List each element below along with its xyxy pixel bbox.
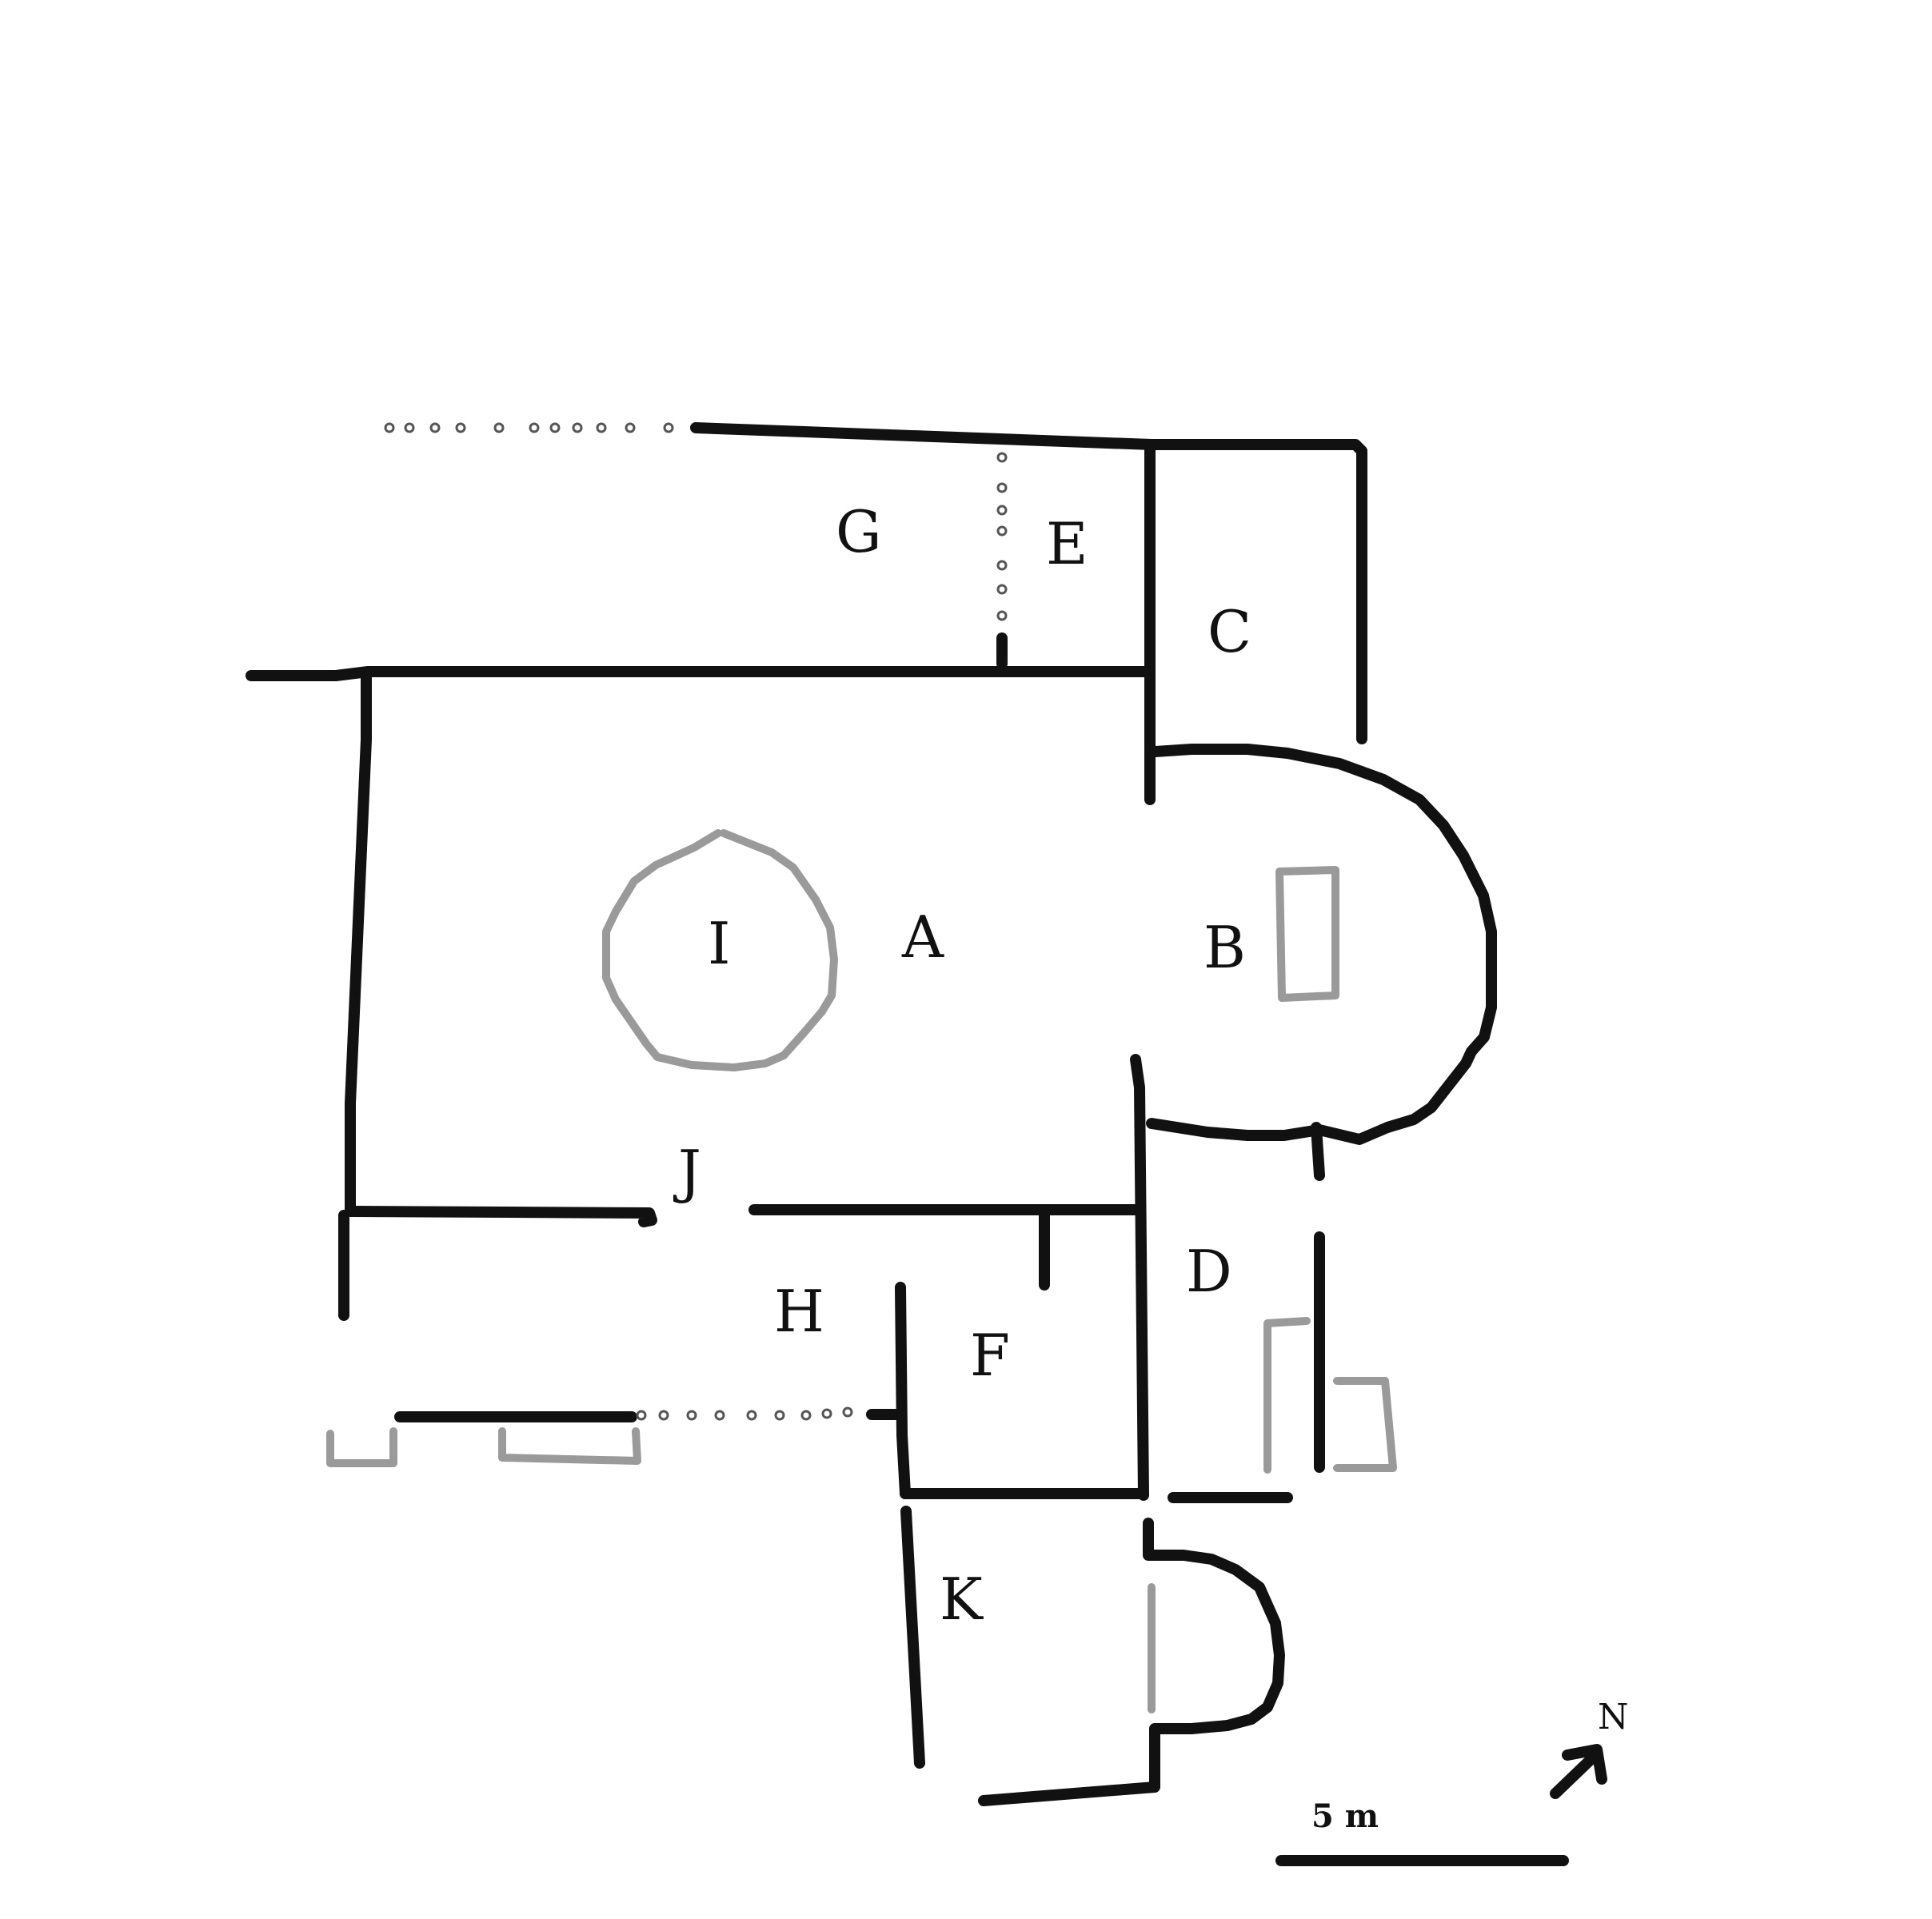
gray-wall-h-left bbox=[326, 1427, 397, 1467]
scale-label: 5 m bbox=[1311, 1797, 1379, 1835]
room-label-a: A bbox=[901, 904, 944, 971]
dotted-walls bbox=[384, 422, 1008, 1421]
main-walls bbox=[245, 422, 1497, 1806]
wall-stub-d-top bbox=[1311, 1122, 1325, 1181]
gray-wall-d-west bbox=[1263, 1317, 1311, 1474]
north-arrow: N bbox=[1550, 1697, 1629, 1799]
scale-bar: 5 m bbox=[1275, 1797, 1569, 1866]
wall-g-a bbox=[245, 666, 1156, 681]
gray-wall-h-right bbox=[498, 1427, 641, 1465]
wall-west-k bbox=[900, 1506, 925, 1769]
room-label-h: H bbox=[774, 1278, 824, 1345]
room-label-i: I bbox=[708, 910, 730, 977]
room-label-g: G bbox=[836, 498, 882, 565]
north-arrow-icon bbox=[1550, 1744, 1607, 1799]
apse-b bbox=[1146, 744, 1497, 1145]
secondary-features bbox=[326, 829, 1397, 1714]
altar-feature bbox=[1275, 866, 1339, 1002]
room-label-f: F bbox=[970, 1322, 1010, 1389]
wall-west-a bbox=[345, 670, 372, 1217]
room-label-d: D bbox=[1186, 1238, 1232, 1305]
room-label-k: K bbox=[940, 1566, 984, 1633]
room-label-j: J bbox=[673, 1138, 701, 1205]
room-label-c: C bbox=[1208, 598, 1251, 665]
apse-k bbox=[1143, 1518, 1285, 1734]
north-label: N bbox=[1598, 1697, 1629, 1737]
room-label-e: E bbox=[1046, 510, 1088, 577]
wall-south-a-west bbox=[346, 1206, 657, 1227]
wall-west-f bbox=[895, 1282, 911, 1499]
octagon-feature bbox=[602, 829, 838, 1071]
room-label-b: B bbox=[1204, 914, 1246, 981]
gray-wall-d-east bbox=[1333, 1377, 1397, 1472]
wall-top bbox=[690, 422, 1367, 744]
wall-a-d bbox=[1130, 1054, 1149, 1501]
wall-south-k bbox=[978, 1723, 1160, 1806]
room-labels: G E C I A B J D H F K bbox=[673, 498, 1251, 1633]
